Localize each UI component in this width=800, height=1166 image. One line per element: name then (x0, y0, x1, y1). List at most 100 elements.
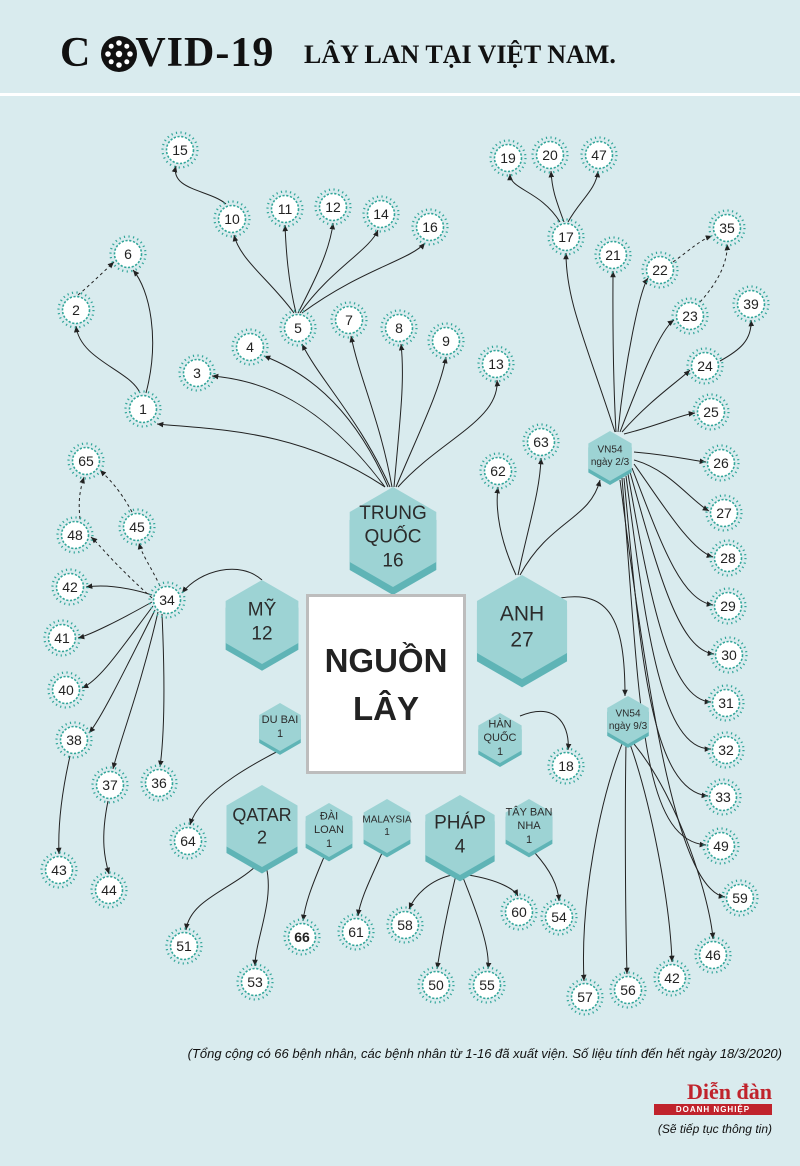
source-label: TÂY BAN (506, 805, 553, 818)
title-main: VID-19 (135, 30, 275, 76)
logo-line1: Diễn đàn (687, 1079, 772, 1104)
patient-node-2: 2 (57, 291, 95, 329)
edge-TQ-to-4 (263, 355, 389, 488)
patient-number: 19 (500, 150, 516, 166)
source-hex-vn54b: VN54 ngày 9/3 (607, 696, 649, 748)
edge-2-to-6 (77, 261, 115, 296)
patient-number: 56 (620, 982, 636, 998)
patient-number: 35 (719, 220, 735, 236)
patient-number: 46 (705, 947, 721, 963)
patient-node-14: 14 (362, 195, 400, 233)
edge-MALAYSIA-to-61 (356, 852, 383, 917)
patient-number: 53 (247, 974, 263, 990)
edge-23-to-35 (699, 243, 731, 303)
patient-node-42: 42 (653, 959, 691, 997)
edge-TQ-to-3 (211, 373, 386, 488)
patient-number: 45 (129, 519, 145, 535)
patient-node-36: 36 (140, 764, 178, 802)
patient-node-41: 41 (43, 619, 81, 657)
patient-node-38: 38 (55, 721, 93, 759)
patient-number: 59 (732, 890, 748, 906)
patient-node-26: 26 (702, 444, 740, 482)
brand-logo: Diễn đàn DOANH NGHIỆP (652, 1080, 772, 1120)
patient-number: 22 (652, 262, 668, 278)
patient-node-17: 17 (547, 218, 585, 256)
edge-37-to-44 (103, 800, 110, 875)
patient-number: 17 (558, 229, 574, 245)
patient-node-54: 54 (540, 898, 578, 936)
patient-number: 12 (325, 199, 341, 215)
edge-PHAP-to-55 (461, 874, 492, 970)
patient-node-40: 40 (47, 671, 85, 709)
source-label: 2 (257, 827, 267, 847)
patient-node-18: 18 (547, 747, 585, 785)
patient-node-55: 55 (468, 966, 506, 1004)
patient-node-56: 56 (609, 971, 647, 1009)
patient-node-6: 6 (109, 235, 147, 273)
source-label: VN54 (615, 708, 640, 719)
edge-VN54A-to-30 (629, 471, 715, 657)
patient-node-49: 49 (702, 827, 740, 865)
footnote: (Tổng cộng có 66 bệnh nhân, các bệnh nhâ… (187, 1046, 782, 1061)
patient-number: 29 (720, 598, 736, 614)
edge-VN54B-to-56 (624, 743, 630, 975)
source-label: ngày 2/3 (591, 457, 630, 468)
patient-node-27: 27 (705, 494, 743, 532)
patient-node-44: 44 (90, 871, 128, 909)
patient-number: 26 (713, 455, 729, 471)
continue-note: (Sẽ tiếp tục thông tin) (657, 1122, 772, 1136)
edge-5-to-10 (232, 234, 295, 314)
edge-38-to-43 (55, 755, 71, 855)
patient-number: 33 (715, 789, 731, 805)
source-label: ngày 9/3 (609, 721, 648, 732)
patient-node-64: 64 (169, 822, 207, 860)
source-label: VN54 (597, 444, 622, 455)
patient-node-7: 7 (330, 301, 368, 339)
patient-number: 44 (101, 882, 117, 898)
patient-node-45: 45 (118, 508, 156, 546)
patient-number: 64 (180, 833, 196, 849)
patient-number: 25 (703, 404, 719, 420)
patient-node-33: 33 (704, 778, 742, 816)
edge-34-to-37 (111, 611, 159, 770)
edge-VN54A-to-33 (623, 477, 709, 799)
edge-5-to-12 (297, 222, 336, 314)
edge-PHAP-to-58 (408, 874, 453, 910)
center-title-line2: LÂY (353, 690, 419, 727)
patient-number: 14 (373, 206, 389, 222)
patient-number: 27 (716, 505, 732, 521)
source-label: LOAN (314, 824, 344, 836)
source-label: PHÁP (434, 813, 486, 834)
patient-node-8: 8 (380, 309, 418, 347)
patient-number: 9 (442, 333, 450, 349)
patient-number: 5 (294, 320, 302, 336)
source-label: 27 (510, 629, 533, 652)
patient-number: 58 (397, 917, 413, 933)
edge-45-to-65 (99, 469, 133, 513)
edge-QATAR-to-53 (252, 865, 269, 967)
patient-node-22: 22 (641, 251, 679, 289)
patient-number: 42 (664, 970, 680, 986)
patient-number: 2 (72, 302, 80, 318)
edge-34-to-36 (158, 613, 165, 768)
patient-node-59: 59 (721, 879, 759, 917)
patient-number: 60 (511, 904, 527, 920)
patient-node-24: 24 (686, 347, 724, 385)
edge-48-to-65 (78, 476, 85, 520)
patient-number: 43 (51, 862, 67, 878)
edge-34-to-41 (77, 601, 153, 640)
edge-17-to-47 (567, 170, 601, 223)
patient-number: 18 (558, 758, 574, 774)
edge-VN54A-to-26 (633, 451, 707, 464)
edge-ANH-to-VN54B (559, 596, 628, 697)
source-label: ANH (500, 602, 544, 625)
patient-number: 10 (224, 211, 240, 227)
patient-node-21: 21 (594, 236, 632, 274)
patient-number: 30 (721, 647, 737, 663)
patient-node-62: 62 (479, 452, 517, 490)
